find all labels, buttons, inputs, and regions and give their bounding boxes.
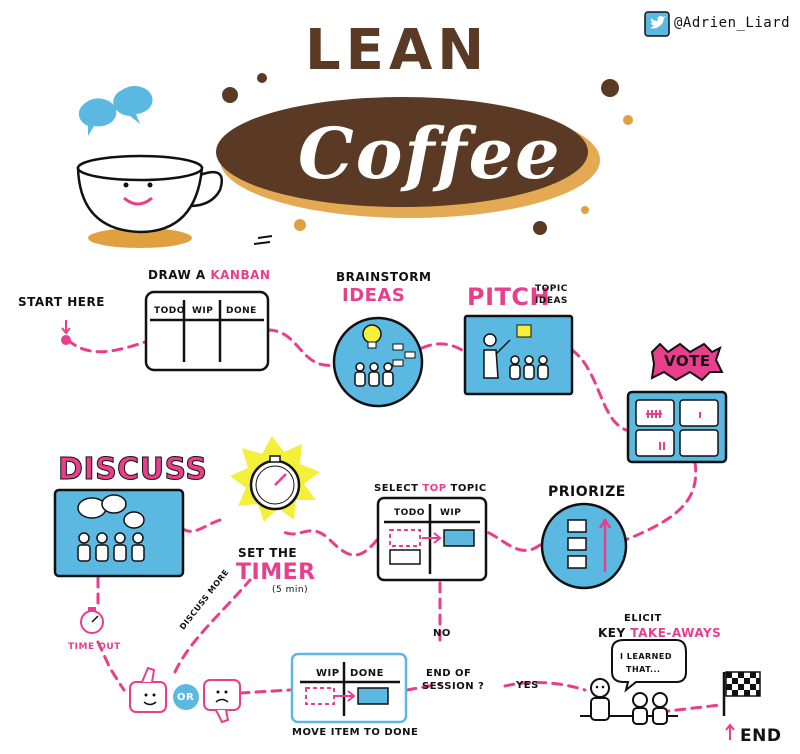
end-session-line2: SESSION ? <box>422 681 485 692</box>
discuss-illustration <box>53 488 185 578</box>
kanban-col-done: DONE <box>226 306 257 316</box>
twitter-handle[interactable]: @Adrien_Liard <box>674 15 791 31</box>
vote-label: VOTE <box>664 352 711 370</box>
timer-illustration <box>230 436 320 522</box>
end-label: END <box>740 726 782 746</box>
timer-note: (5 min) <box>272 585 309 595</box>
brainstorm-label: BRAINSTORM <box>336 270 432 284</box>
timeout-label: TIME OUT <box>68 642 121 652</box>
priorize-illustration <box>540 502 628 590</box>
title-coffee: Coffee <box>298 112 562 195</box>
twitter-icon[interactable] <box>644 11 670 37</box>
timer-line1: SET THE <box>238 546 298 560</box>
speech-line1: I LEARNED <box>620 652 672 661</box>
priorize-label: PRIORIZE <box>548 484 626 500</box>
coffee-splash-illustration <box>216 73 633 245</box>
brainstorm-illustration <box>332 316 424 408</box>
kanban-prefix: DRAW A <box>148 268 206 282</box>
timer-accent: TIMER <box>236 560 316 585</box>
select-prefix: SELECT <box>374 483 419 494</box>
kanban-caption: DRAW A KANBAN <box>148 268 270 282</box>
select-caption: SELECT TOP TOPIC <box>374 483 487 494</box>
elicit-label: ELICIT <box>624 613 662 624</box>
move-label: MOVE ITEM TO DONE <box>292 727 419 738</box>
finish-flag-icon <box>722 671 761 740</box>
takeaways-accent: TAKE-AWAYS <box>630 626 722 640</box>
discuss-label: DISCUSS <box>57 452 208 488</box>
timeout-stopwatch-icon <box>80 607 104 634</box>
takeaways-prefix: KEY <box>598 626 626 640</box>
vote-illustration <box>626 342 728 464</box>
start-arrow <box>61 320 71 335</box>
select-accent: TOP <box>422 483 447 494</box>
takeaways-caption: KEY TAKE-AWAYS <box>598 626 721 640</box>
flow-path <box>66 328 722 714</box>
speech-line2: THAT... <box>626 665 661 674</box>
select-suffix: TOPIC <box>450 483 487 494</box>
kanban-col-todo: TODO <box>154 306 185 316</box>
pitch-topic: TOPIC <box>535 284 568 294</box>
title-lean: LEAN <box>305 18 490 83</box>
coffee-cup-illustration <box>76 86 223 248</box>
select-col-wip: WIP <box>440 508 462 518</box>
start-label: START HERE <box>18 295 105 309</box>
takeaways-illustration <box>580 639 687 725</box>
pitch-illustration <box>463 314 574 396</box>
brainstorm-ideas: IDEAS <box>342 285 406 306</box>
pitch-label: PITCH <box>467 283 551 311</box>
select-col-todo: TODO <box>394 508 425 518</box>
no-label: NO <box>433 628 451 639</box>
kanban-col-wip: WIP <box>192 306 214 316</box>
move-board <box>290 652 408 724</box>
thumbs-decision <box>129 666 241 724</box>
or-label: OR <box>177 692 195 703</box>
select-board <box>376 496 488 582</box>
yes-label: YES <box>516 680 539 691</box>
kanban-accent: KANBAN <box>210 268 271 282</box>
move-col-wip: WIP <box>316 668 340 679</box>
start-dot <box>61 335 71 345</box>
move-col-done: DONE <box>350 668 385 679</box>
kanban-board <box>144 290 270 372</box>
end-session-line1: END OF <box>426 668 472 679</box>
pitch-ideas: IDEAS <box>535 296 568 306</box>
